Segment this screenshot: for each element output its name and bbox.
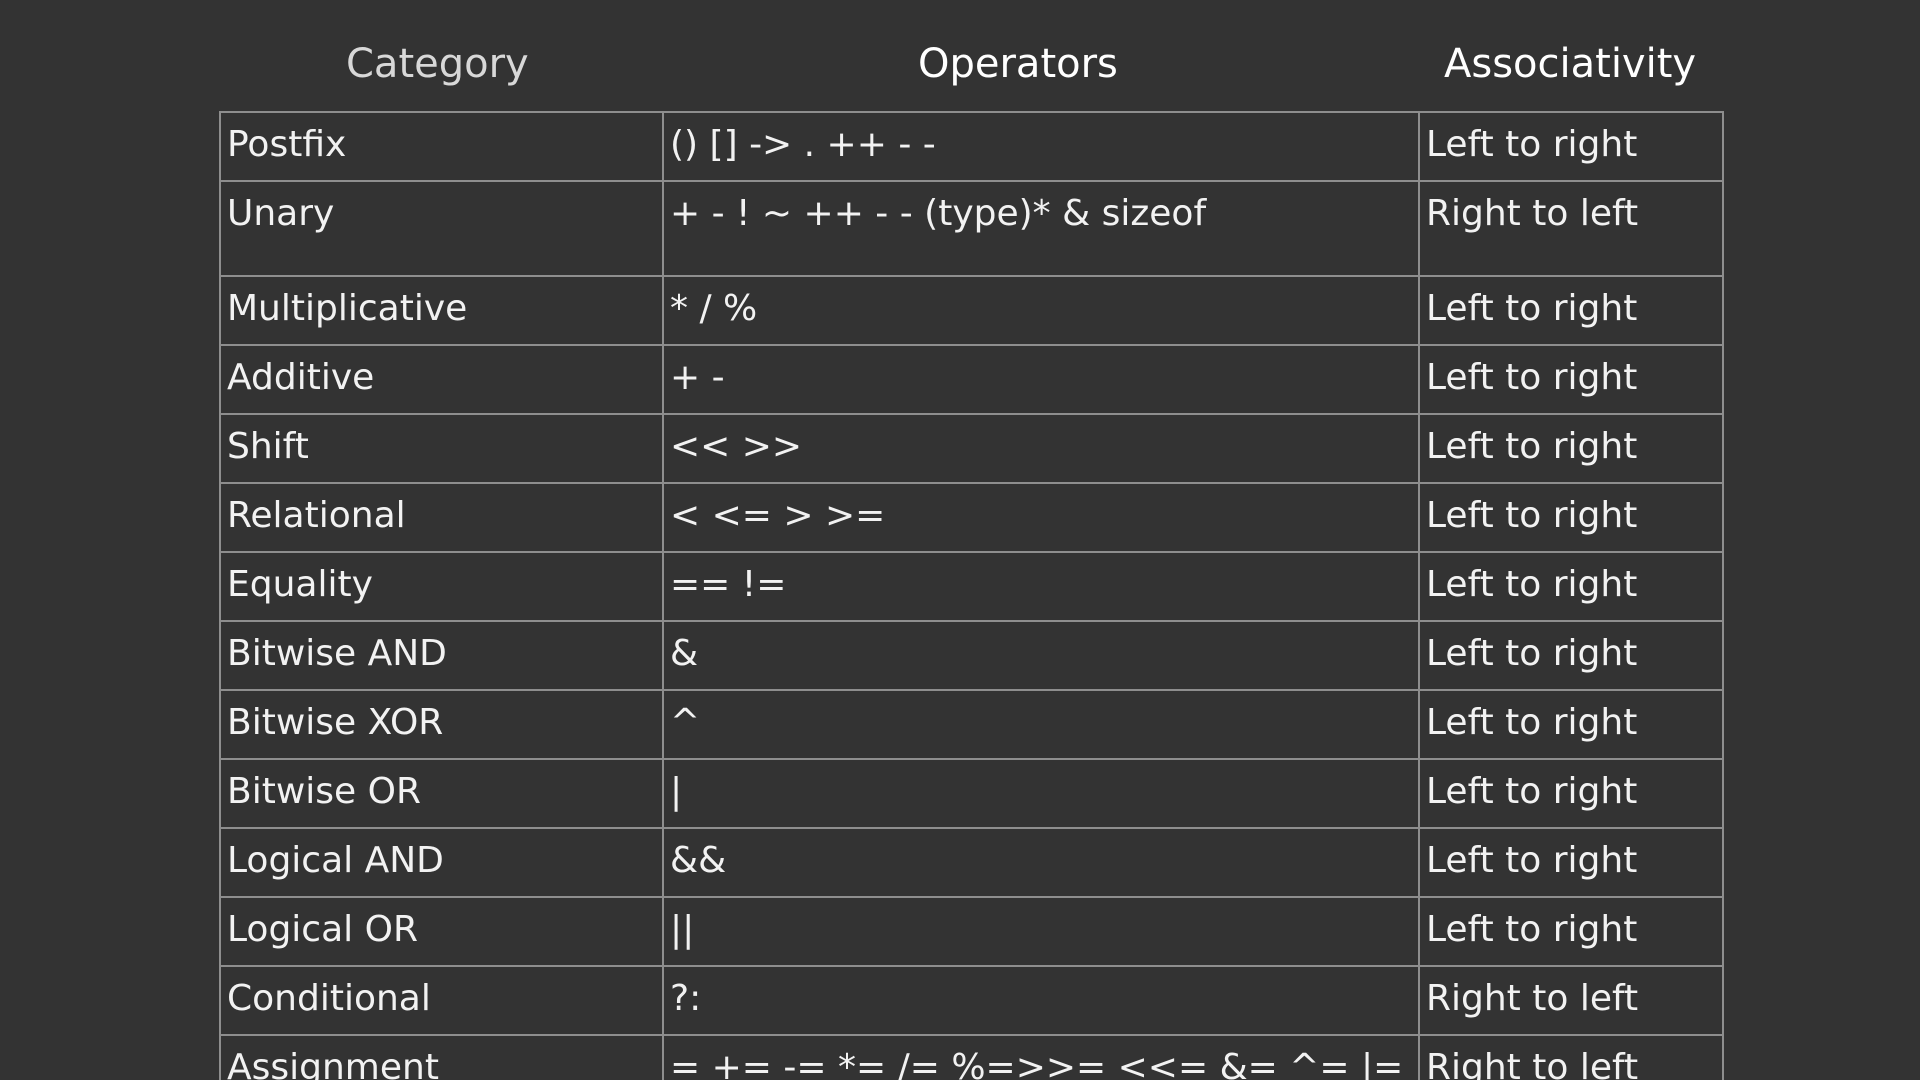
- operator-precedence-table: Postfix () [] -> . ++ - - Left to right …: [219, 111, 1724, 1080]
- table-row: Postfix () [] -> . ++ - - Left to right: [221, 113, 1722, 182]
- cell-category: Logical OR: [221, 898, 664, 965]
- table-row: Equality == != Left to right: [221, 553, 1722, 622]
- cell-operators: ^: [664, 691, 1420, 758]
- cell-category: Conditional: [221, 967, 664, 1034]
- cell-operators: << >>: [664, 415, 1420, 482]
- cell-associativity: Right to left: [1426, 1047, 1639, 1080]
- cell-associativity: Left to right: [1426, 426, 1638, 467]
- table-row: Additive + - Left to right: [221, 346, 1722, 415]
- cell-category: Logical AND: [221, 829, 664, 896]
- cell-category: Bitwise AND: [221, 622, 664, 689]
- table-row: Conditional ?: Right to left: [221, 967, 1722, 1036]
- cell-operators: &&: [664, 829, 1420, 896]
- table-row: Bitwise XOR ^ Left to right: [221, 691, 1722, 760]
- cell-category: Shift: [221, 415, 664, 482]
- cell-operators: + - ! ~ ++ - - (type)* & sizeof: [664, 182, 1420, 275]
- column-header-associativity: Associativity: [1444, 41, 1697, 87]
- table-header-row: Category Operators Associativity: [0, 0, 1920, 110]
- cell-operators: = += -= *= /= %=>>= <<= &= ^= |=: [664, 1036, 1420, 1080]
- table-row: Relational < <= > >= Left to right: [221, 484, 1722, 553]
- cell-associativity: Left to right: [1426, 124, 1638, 165]
- cell-category: Bitwise OR: [221, 760, 664, 827]
- cell-category: Relational: [221, 484, 664, 551]
- cell-operators: < <= > >=: [664, 484, 1420, 551]
- cell-associativity: Left to right: [1426, 633, 1638, 674]
- table-row: Logical AND && Left to right: [221, 829, 1722, 898]
- cell-associativity: Left to right: [1426, 288, 1638, 329]
- cell-associativity: Left to right: [1426, 771, 1638, 812]
- table-row: Bitwise OR | Left to right: [221, 760, 1722, 829]
- cell-associativity: Right to left: [1426, 978, 1639, 1019]
- table-row: Unary + - ! ~ ++ - - (type)* & sizeof Ri…: [221, 182, 1722, 277]
- column-header-operators: Operators: [918, 41, 1118, 87]
- table-row: Bitwise AND & Left to right: [221, 622, 1722, 691]
- cell-associativity: Left to right: [1426, 564, 1638, 605]
- cell-operators: ?:: [664, 967, 1420, 1034]
- cell-associativity: Left to right: [1426, 909, 1638, 950]
- cell-associativity: Right to left: [1426, 193, 1639, 234]
- cell-category: Bitwise XOR: [221, 691, 664, 758]
- cell-category: Unary: [221, 182, 664, 275]
- cell-associativity: Left to right: [1426, 357, 1638, 398]
- cell-category: Assignment: [221, 1036, 664, 1080]
- cell-associativity: Left to right: [1426, 702, 1638, 743]
- cell-category: Multiplicative: [221, 277, 664, 344]
- column-header-category: Category: [346, 41, 529, 87]
- cell-operators: + -: [664, 346, 1420, 413]
- cell-operators: &: [664, 622, 1420, 689]
- table-row: Assignment = += -= *= /= %=>>= <<= &= ^=…: [221, 1036, 1722, 1080]
- cell-associativity: Left to right: [1426, 495, 1638, 536]
- cell-operators: ||: [664, 898, 1420, 965]
- table-row: Shift << >> Left to right: [221, 415, 1722, 484]
- table-row: Multiplicative * / % Left to right: [221, 277, 1722, 346]
- cell-operators: * / %: [664, 277, 1420, 344]
- cell-category: Additive: [221, 346, 664, 413]
- cell-category: Postfix: [221, 113, 664, 180]
- cell-category: Equality: [221, 553, 664, 620]
- cell-operators: |: [664, 760, 1420, 827]
- cell-operators: () [] -> . ++ - -: [664, 113, 1420, 180]
- table-row: Logical OR || Left to right: [221, 898, 1722, 967]
- cell-associativity: Left to right: [1426, 840, 1638, 881]
- cell-operators: == !=: [664, 553, 1420, 620]
